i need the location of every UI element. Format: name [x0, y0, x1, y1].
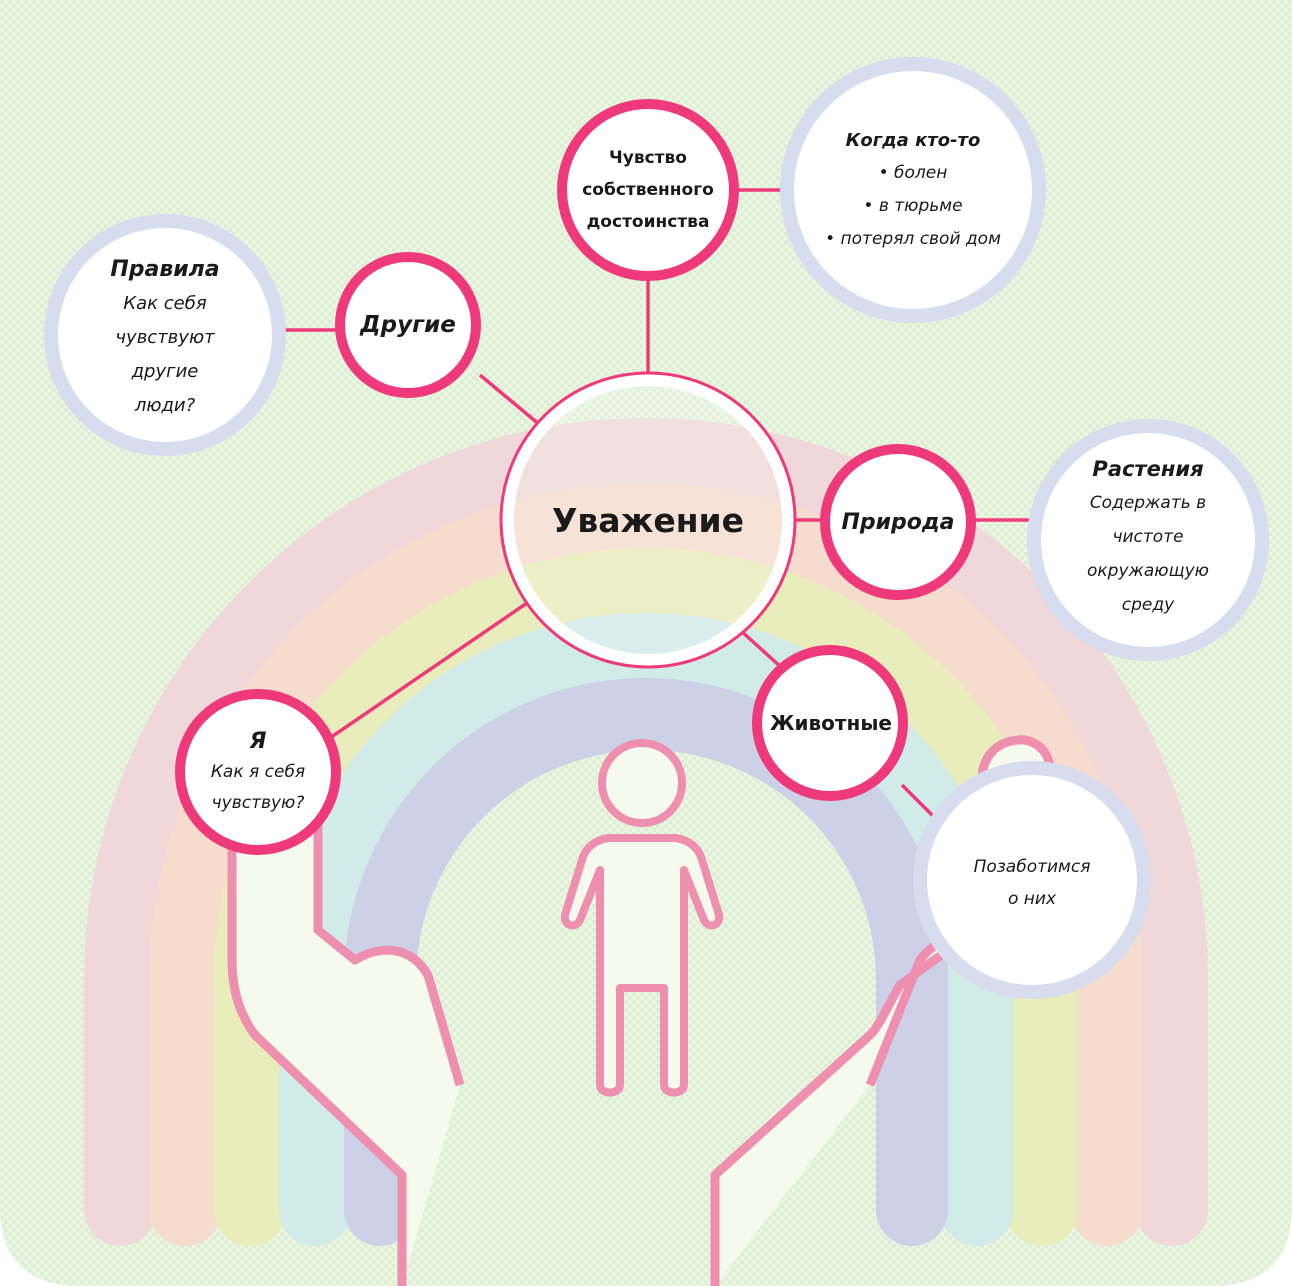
center-circle-border [499, 371, 797, 669]
nature-label: Природа [841, 509, 955, 535]
plants-title: Растения [1092, 457, 1204, 481]
center-label-box: Уважение [520, 490, 776, 550]
others-node: Другие [345, 300, 471, 350]
dignity-line-3: достоинства [586, 212, 710, 232]
self-title: Я [249, 728, 267, 754]
nature-node: Природа [830, 497, 966, 547]
plants-line-3: окружающую [1087, 561, 1209, 581]
connector-center-animals [738, 628, 784, 670]
when-someone-item-2: • в тюрьме [863, 196, 963, 216]
when-someone-item-1: • болен [878, 163, 948, 183]
connector-animals-care [900, 783, 937, 820]
connector-center-self [326, 601, 528, 742]
when-someone-item-3: • потерял свой дом [825, 229, 1001, 249]
self-circle [175, 689, 341, 855]
rules-line-2: чувствуют [115, 327, 215, 348]
rules-line-3: другие [131, 361, 199, 382]
dignity-line-2: собственного [582, 180, 714, 200]
plants-line-1: Содержать в [1089, 493, 1207, 513]
animals-label: Животные [770, 711, 892, 735]
nature-circle [820, 444, 976, 600]
center-circle [502, 374, 794, 666]
child-figure [560, 739, 724, 1097]
plants-line-2: чистоте [1112, 527, 1184, 547]
center-label: Уважение [551, 500, 745, 540]
self-node: Я Как я себя чувствую? [188, 720, 328, 824]
when-someone-note: Когда кто-то • болен • в тюрьме • потеря… [800, 125, 1026, 255]
plants-note: Растения Содержать в чистоте окружающую … [1055, 452, 1241, 622]
care-line-2: о них [1007, 889, 1057, 909]
animals-node: Животные [758, 698, 904, 748]
self-line-1: Как я себя [210, 761, 306, 782]
child-body [560, 834, 724, 1097]
plants-line-4: среду [1121, 595, 1175, 615]
plants-circle [1027, 419, 1269, 661]
dignity-node: Чувство собственного достоинства [572, 135, 724, 245]
dignity-line-1: Чувство [609, 148, 687, 168]
rules-line-4: люди? [134, 395, 196, 416]
self-line-2: чувствую? [211, 792, 305, 813]
others-circle [335, 252, 481, 398]
rainbow-band-1 [84, 418, 1208, 1246]
care-circle [913, 761, 1151, 999]
rules-line-1: Как себя [123, 293, 207, 314]
dignity-circle [557, 99, 739, 281]
care-note: Позаботимся о них [940, 848, 1124, 918]
when-someone-title: Когда кто-то [845, 130, 981, 151]
when-someone-circle [780, 57, 1046, 323]
connector-center-others [478, 373, 542, 427]
animals-circle [752, 645, 908, 801]
rules-circle [44, 214, 286, 456]
rainbow-band-5 [344, 678, 948, 1246]
child-head [598, 739, 686, 827]
care-line-1: Позаботимся [973, 857, 1091, 877]
rules-title: Правила [110, 257, 220, 282]
others-label: Другие [360, 312, 456, 338]
rules-note: Правила Как себя чувствуют другие люди? [70, 253, 260, 423]
circles [44, 57, 1269, 999]
